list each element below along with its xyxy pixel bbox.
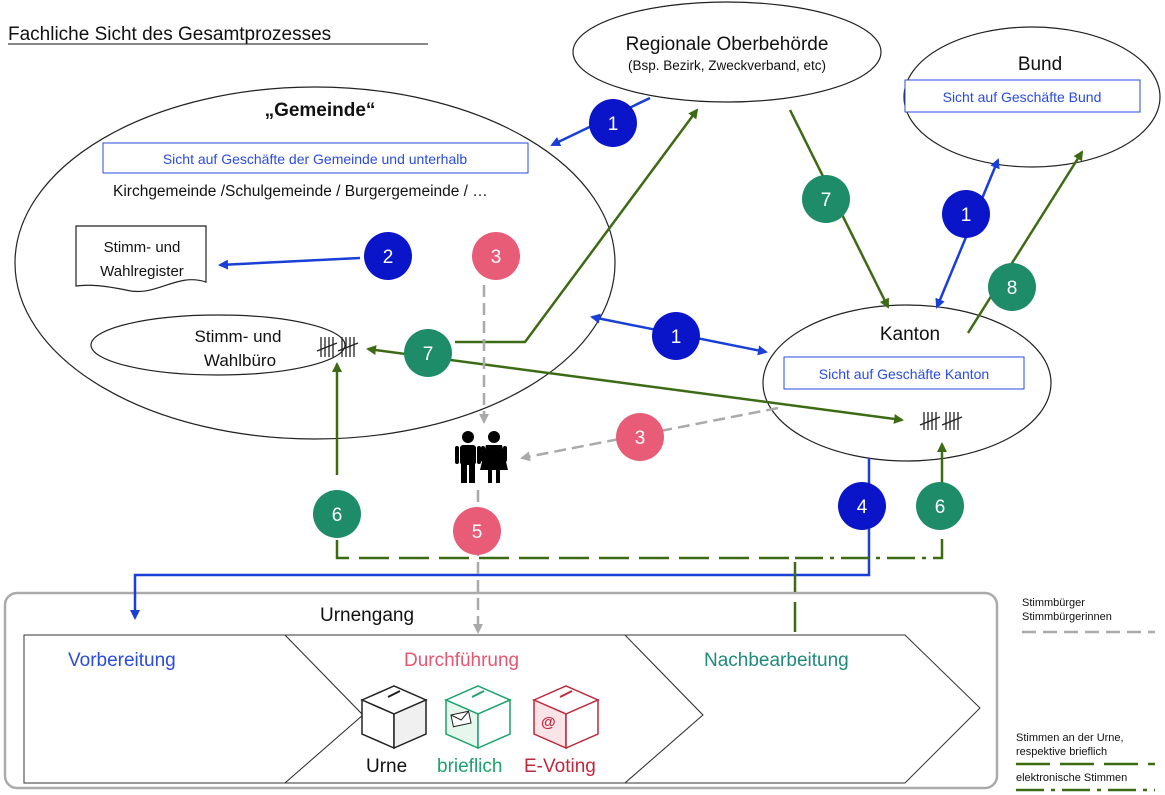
gemeinde-view-box [102, 142, 529, 174]
step-label-execution: Durchführung [404, 650, 519, 671]
register-label-line2: Wahlregister [100, 263, 184, 280]
step-chevron-postprocessing [623, 634, 981, 784]
regional-subtitle: (Bsp. Bezirk, Zweckverband, etc) [628, 58, 826, 73]
svg-text:5: 5 [472, 522, 483, 543]
badge-2: 2 [364, 232, 412, 280]
legend-paper-line1: Stimmen an der Urne, [1016, 732, 1124, 744]
line-electronic-votes [795, 535, 944, 560]
badge-6-right: 6 [916, 482, 964, 530]
arrow-buero-kanton [366, 345, 904, 424]
line-paper-votes [335, 540, 797, 635]
svg-text:3: 3 [635, 428, 646, 449]
arrow-to-register [218, 256, 361, 270]
badge-3-kanton: 3 [616, 413, 664, 461]
box-label-evoting: E-Voting [524, 756, 596, 777]
badge-4: 4 [838, 482, 886, 530]
gemeinde-view-label: Sicht auf Geschäfte der Gemeinde und unt… [163, 151, 468, 167]
badge-1-bund: 1 [942, 190, 990, 238]
legend-electronic-label: elektronische Stimmen [1016, 772, 1127, 784]
badge-1-kanton: 1 [652, 312, 700, 360]
svg-text:7: 7 [821, 190, 832, 211]
bund-view-label: Sicht auf Geschäfte Bund [943, 89, 1102, 105]
ballot-box-evoting-icon: @ [532, 685, 600, 750]
svg-text:2: 2 [383, 247, 394, 268]
svg-text:6: 6 [935, 497, 946, 518]
legend-voters-line2: Stimmbürgerinnen [1022, 611, 1112, 623]
badge-3-gemeinde: 3 [472, 232, 520, 280]
regional-ellipse [572, 1, 882, 103]
arrow-buero-to-regional [455, 108, 699, 344]
svg-text:8: 8 [1007, 278, 1018, 299]
badge-7-buero: 7 [404, 329, 452, 377]
badge-8: 8 [988, 263, 1036, 311]
buero-ellipse [90, 314, 346, 376]
badge-6-left: 6 [313, 490, 361, 538]
regional-title: Regionale Oberbehörde [626, 34, 829, 55]
gemeinde-title: „Gemeinde“ [265, 100, 376, 121]
voters-icon [455, 431, 508, 483]
kanton-title: Kanton [880, 324, 940, 345]
svg-text:3: 3 [491, 247, 502, 268]
svg-text:1: 1 [608, 114, 619, 135]
register-document-icon [75, 225, 207, 293]
badge-1-regional: 1 [589, 99, 637, 147]
svg-text:4: 4 [857, 497, 868, 518]
kanton-view-label: Sicht auf Geschäfte Kanton [819, 366, 989, 382]
page-title: Fachliche Sicht des Gesamtprozesses [8, 24, 331, 45]
legend-voters-line1: Stimmbürger [1022, 597, 1085, 609]
bund-title: Bund [1018, 54, 1062, 75]
svg-text:@: @ [541, 714, 556, 731]
box-label-brieflich: brieflich [437, 756, 502, 777]
legend-paper-line2: respektive brieflich [1016, 746, 1107, 758]
badge-7-regional: 7 [802, 175, 850, 223]
gemeinde-subunits: Kirchgemeinde /Schulgemeinde / Burgergem… [113, 183, 488, 200]
tally-marks-kanton-icon [919, 412, 963, 430]
ballot-box-urne-icon [360, 685, 428, 750]
urnengang-label: Urnengang [320, 605, 414, 626]
step-label-preparation: Vorbereitung [68, 650, 176, 671]
buero-label-line1: Stimm- und [195, 327, 282, 346]
svg-text:1: 1 [671, 327, 682, 348]
register-label-line1: Stimm- und [104, 239, 181, 256]
tally-marks-buero-icon [316, 337, 359, 357]
buero-label-line2: Wahlbüro [204, 351, 276, 370]
svg-text:1: 1 [961, 205, 972, 226]
ballot-box-letter-icon [444, 685, 512, 750]
step-label-postprocessing: Nachbearbeitung [704, 650, 849, 671]
bund-view-box [904, 79, 1141, 113]
box-label-urne: Urne [366, 756, 407, 777]
svg-text:6: 6 [332, 505, 343, 526]
arrow-kanton-to-bund [966, 150, 1084, 334]
svg-text:7: 7 [423, 344, 434, 365]
badge-5: 5 [453, 507, 501, 555]
